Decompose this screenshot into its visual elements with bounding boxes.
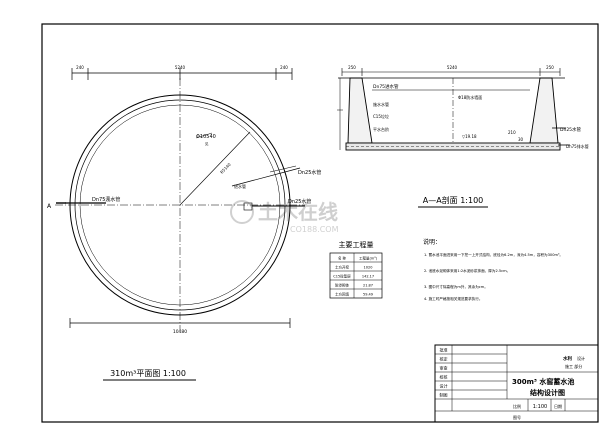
- tb-right-top-1: 施工 部分: [565, 363, 582, 369]
- plan-dim-top-3: 240: [280, 65, 288, 70]
- section-left-wall: [347, 77, 373, 144]
- plan-section-mark: A: [47, 203, 52, 210]
- section-label-c15: C15垃垃: [373, 113, 389, 119]
- section-label-dim-2: 30: [518, 137, 524, 142]
- tb-label-0: 批准: [440, 347, 448, 353]
- notes-item-3: 3. 图中尺寸除高程为m外，其余为cm。: [424, 284, 488, 289]
- watermark-main: 土木在线: [258, 200, 338, 224]
- tb-label-3: 校核: [440, 374, 448, 380]
- section-label-dim-1: 210: [508, 130, 516, 135]
- tb-scale-value: 1:100: [533, 404, 547, 410]
- sheet-border: [41, 23, 599, 423]
- quantity-row-1-value: 142.17: [362, 275, 374, 279]
- section-label-step: 平水台阶: [373, 126, 389, 132]
- section-caption: A—A剖面 1:100: [423, 195, 484, 205]
- section-label-slope: 施水水管: [373, 101, 389, 107]
- plan-pipe-dn25-right: Dn25水管: [298, 169, 321, 176]
- tb-scale-label: 比例: [513, 403, 521, 409]
- notes-title: 说明：: [423, 238, 441, 246]
- plan-caption: 310m³平面图 1:100: [110, 369, 186, 378]
- section-label-dn25: Dn25水管: [560, 126, 582, 133]
- section-dim-top-3: 250: [546, 65, 554, 70]
- quantity-row-1-name: C15砼垫层: [333, 274, 351, 279]
- tb-title-2: 结构设计图: [529, 388, 565, 397]
- plan-radius-line: [179, 131, 251, 206]
- tb-label-1: 核定: [440, 356, 448, 362]
- quantity-row-0-value: 1020: [364, 266, 373, 270]
- notes: 说明： 1. 蓄水池平面进采用一下挖一上开式结构，底径为6.2m，深为4.5m，…: [423, 238, 563, 301]
- quantity-title: 主要工程量: [339, 240, 374, 249]
- tb-drawing-no-label: 图号: [513, 414, 521, 420]
- section-label-dn75-out: Dn75排水管: [566, 143, 589, 149]
- quantity-header-name: 名 称: [338, 256, 347, 261]
- quantity-row-3-value: 59.49: [363, 293, 373, 297]
- section-label-level: ▽19.18: [462, 134, 477, 139]
- quantity-table: 主要工程量 名 称 工程量(m³) 土方开挖 1020 C15砼垫层 142.1…: [329, 240, 383, 299]
- tb-label-5: 制图: [440, 392, 448, 398]
- watermark-logo: [230, 200, 254, 224]
- section-view: 250 5240 250 Dn75进水管 施水水管 C15垃垃 平水台阶 Φ18…: [337, 65, 589, 208]
- tb-label-2: 审查: [440, 365, 448, 371]
- section-label-top: Φ18防水墙面: [458, 94, 482, 100]
- title-block: 批准 核定 审查 校核 设计 制图 水利 设计 施工 部分 300m³ 水窖蓄水…: [434, 344, 599, 423]
- notes-item-1: 1. 蓄水池平面进采用一下挖一上开式结构，底径为6.2m，深为4.5m，容积为3…: [424, 252, 563, 257]
- watermark-sub: CO188.COM: [290, 225, 339, 234]
- plan-view: 240 5240 240 A R5140 Φ10540 见 Dn25水管 进水管…: [47, 65, 321, 381]
- tb-title-1: 300m³ 水窖蓄水池: [512, 377, 574, 386]
- plan-pipe-dn75: Dn75渢水管: [92, 196, 120, 203]
- section-right-wall: [529, 77, 559, 144]
- plan-dim-top-1: 240: [76, 65, 84, 70]
- plan-radius-label: R5140: [219, 162, 232, 175]
- quantity-row-2-name: 防渗砌体: [335, 283, 349, 288]
- notes-item-2: 2. 池底水泥砌体采用1:2水泥砂浆抹面，厚为2.5cm。: [424, 268, 510, 273]
- tb-label-4: 设计: [440, 383, 448, 389]
- section-dim-top-2: 5240: [447, 65, 458, 70]
- plan-inlet-pipe: [231, 167, 301, 187]
- plan-small-label: 见: [205, 142, 209, 146]
- plan-pipe-inlet: 进水管: [234, 183, 246, 189]
- notes-item-4: 4. 施工时严格按相关规范要求执行。: [424, 296, 482, 301]
- tb-right-prefix: 水利: [563, 355, 572, 362]
- quantity-row-3-name: 土方回填: [335, 292, 349, 297]
- plan-dim-top-2: 5240: [175, 65, 186, 70]
- plan-diameter-label: Φ10540: [196, 134, 216, 140]
- tb-date-label: 日期: [554, 403, 562, 409]
- plan-dim-bottom: 10480: [173, 329, 187, 335]
- quantity-row-2-value: 21.87: [363, 284, 373, 288]
- section-dim-top-1: 250: [348, 65, 356, 70]
- quantity-header-amount: 工程量(m³): [359, 256, 378, 261]
- tb-right-top-0: 设计: [577, 355, 585, 361]
- plan-pipe-dn25-left: Dn25水管: [288, 198, 311, 205]
- watermark: 土木在线 CO188.COM: [230, 200, 339, 234]
- section-label-dn75: Dn75进水管: [373, 83, 399, 90]
- quantity-row-0-name: 土方开挖: [335, 265, 349, 270]
